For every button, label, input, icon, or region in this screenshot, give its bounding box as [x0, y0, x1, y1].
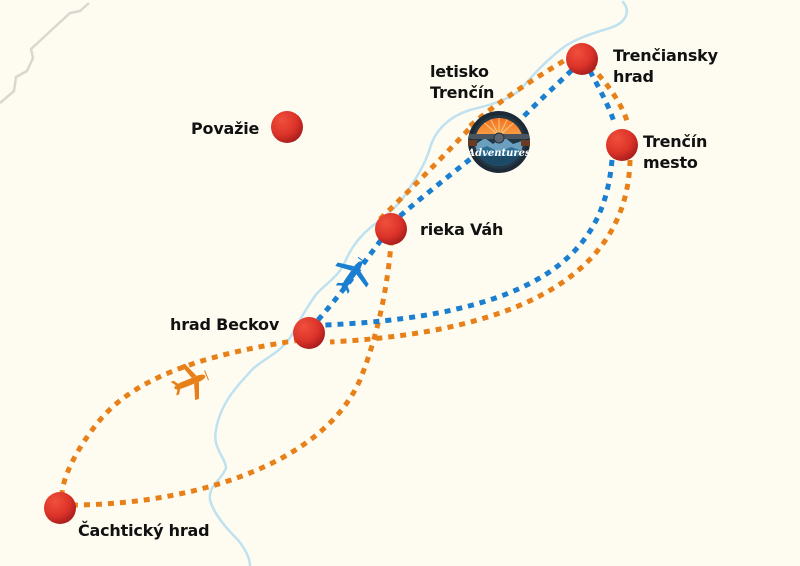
orange-route-segment [59, 337, 301, 496]
label-trencin-mesto: Trenčín mesto [643, 132, 708, 172]
border-line [0, 2, 90, 104]
orange-plane-icon [170, 363, 210, 401]
label-hrad-beckov: hrad Beckov [170, 315, 280, 334]
marker-povazie[interactable] [271, 111, 303, 143]
orange-route-segment [329, 159, 633, 345]
blue-route-segment [324, 159, 615, 328]
blue-route-segment [587, 69, 618, 126]
blue-route-segment [522, 66, 576, 118]
logo-text: Adventures [466, 148, 531, 159]
label-letisko-trencin: letisko Trenčín [430, 62, 495, 102]
label-cachticky-hrad: Čachtický hrad [78, 521, 210, 540]
label-rieka-vah: rieka Váh [420, 220, 504, 239]
markers-layer [44, 43, 638, 524]
blue-plane-icon [335, 256, 369, 294]
orange-route-segment [71, 243, 394, 508]
blue-route-segment [398, 133, 502, 218]
marker-hrad-beckov[interactable] [293, 317, 325, 349]
marker-cachticky-hrad[interactable] [44, 492, 76, 524]
orange-route-segment [588, 64, 631, 126]
river-vah [208, 0, 628, 566]
blue-route [316, 66, 618, 328]
adventures-logo: Adventures [466, 111, 531, 173]
label-trenciansky-hrad: Trenčiansky hrad [613, 46, 718, 86]
marker-rieka-vah[interactable] [375, 213, 407, 245]
label-povazie: Považie [191, 119, 260, 138]
marker-trencin-mesto[interactable] [606, 129, 638, 161]
orange-route-segment [378, 126, 472, 221]
marker-trenciansky-hrad[interactable] [566, 43, 598, 75]
